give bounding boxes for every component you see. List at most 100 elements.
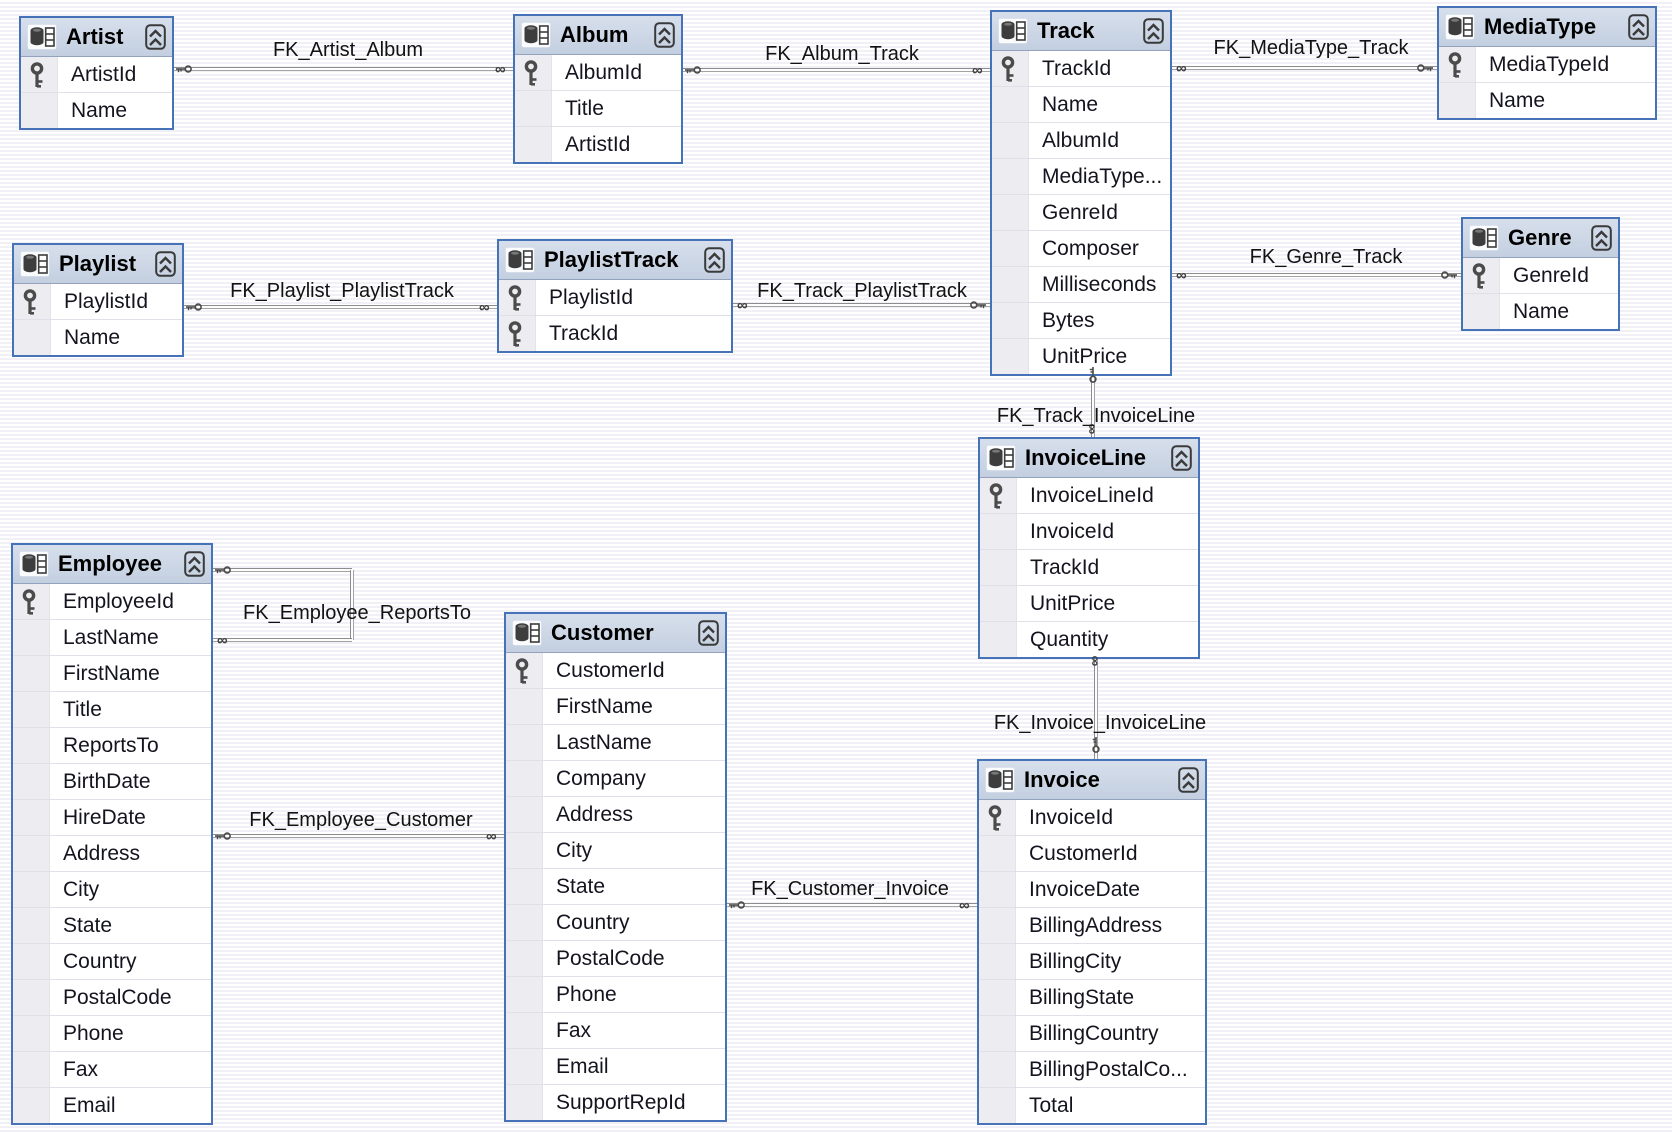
field-row[interactable]: InvoiceLineId <box>980 478 1198 513</box>
relationship-line[interactable] <box>184 305 497 309</box>
field-row[interactable]: FirstName <box>13 655 211 691</box>
field-row[interactable]: CustomerId <box>506 653 725 688</box>
collapse-icon[interactable] <box>184 551 205 577</box>
field-row[interactable]: Address <box>506 796 725 832</box>
table-header[interactable]: Invoice <box>979 761 1205 800</box>
relationship-line[interactable] <box>213 638 352 642</box>
collapse-icon[interactable] <box>704 247 725 273</box>
collapse-icon[interactable] <box>1171 445 1192 471</box>
field-row[interactable]: BirthDate <box>13 763 211 799</box>
field-row[interactable]: Email <box>13 1087 211 1123</box>
table-header[interactable]: Playlist <box>14 245 182 284</box>
field-row[interactable]: Quantity <box>980 621 1198 657</box>
field-row[interactable]: UnitPrice <box>980 585 1198 621</box>
field-row[interactable]: CustomerId <box>979 835 1205 871</box>
table-header[interactable]: Track <box>992 12 1170 51</box>
table-header[interactable]: MediaType <box>1439 8 1655 47</box>
relationship-label[interactable]: FK_Employee_Customer <box>249 809 473 831</box>
relationship-line[interactable] <box>727 903 977 907</box>
field-row[interactable]: BillingPostalCo... <box>979 1051 1205 1087</box>
field-row[interactable]: TrackId <box>992 51 1170 86</box>
relationship-label[interactable]: FK_Artist_Album <box>272 39 424 61</box>
relationship-line[interactable] <box>1172 66 1437 70</box>
field-row[interactable]: PlaylistId <box>14 284 182 319</box>
field-row[interactable]: ArtistId <box>21 57 172 92</box>
field-row[interactable]: BillingState <box>979 979 1205 1015</box>
field-row[interactable]: BillingAddress <box>979 907 1205 943</box>
collapse-icon[interactable] <box>1178 767 1199 793</box>
collapse-icon[interactable] <box>654 22 675 48</box>
relationship-label[interactable]: FK_Playlist_PlaylistTrack <box>230 280 454 302</box>
relationship-label[interactable]: FK_Employee_ReportsTo <box>243 602 471 624</box>
field-row[interactable]: Address <box>13 835 211 871</box>
relationship-label[interactable]: FK_Album_Track <box>765 43 919 65</box>
field-row[interactable]: FirstName <box>506 688 725 724</box>
collapse-icon[interactable] <box>698 620 719 646</box>
relationship-label[interactable]: FK_Invoice_InvoiceLine <box>993 712 1207 734</box>
table-header[interactable]: Album <box>515 16 681 55</box>
field-row[interactable]: Email <box>506 1048 725 1084</box>
field-row[interactable]: Company <box>506 760 725 796</box>
relationship-label[interactable]: FK_MediaType_Track <box>1213 37 1409 59</box>
table-header[interactable]: PlaylistTrack <box>499 241 731 280</box>
field-row[interactable]: GenreId <box>1463 258 1618 293</box>
field-row[interactable]: Name <box>21 92 172 128</box>
field-row[interactable]: TrackId <box>499 315 731 351</box>
relationship-line[interactable] <box>213 834 504 838</box>
field-row[interactable]: Name <box>1439 82 1655 118</box>
field-row[interactable]: BillingCountry <box>979 1015 1205 1051</box>
collapse-icon[interactable] <box>1591 225 1612 251</box>
table-header[interactable]: Genre <box>1463 219 1618 258</box>
field-row[interactable]: Fax <box>13 1051 211 1087</box>
table-header[interactable]: InvoiceLine <box>980 439 1198 478</box>
field-row[interactable]: Country <box>506 904 725 940</box>
field-row[interactable]: AlbumId <box>992 122 1170 158</box>
field-row[interactable]: SupportRepId <box>506 1084 725 1120</box>
field-row[interactable]: Name <box>14 319 182 355</box>
relationship-label[interactable]: FK_Genre_Track <box>1249 246 1403 268</box>
field-row[interactable]: MediaTypeId <box>1439 47 1655 82</box>
collapse-icon[interactable] <box>145 24 166 50</box>
field-row[interactable]: Country <box>13 943 211 979</box>
field-row[interactable]: Milliseconds <box>992 266 1170 302</box>
field-row[interactable]: TrackId <box>980 549 1198 585</box>
relationship-line[interactable] <box>1094 652 1098 759</box>
field-row[interactable]: City <box>13 871 211 907</box>
collapse-icon[interactable] <box>155 251 176 277</box>
field-row[interactable]: MediaType... <box>992 158 1170 194</box>
relationship-label[interactable]: FK_Track_PlaylistTrack <box>757 280 967 302</box>
field-row[interactable]: State <box>506 868 725 904</box>
field-row[interactable]: InvoiceId <box>979 800 1205 835</box>
field-row[interactable]: ArtistId <box>515 126 681 162</box>
field-row[interactable]: HireDate <box>13 799 211 835</box>
relationship-line[interactable] <box>1172 273 1461 277</box>
field-row[interactable]: Title <box>515 90 681 126</box>
table-header[interactable]: Employee <box>13 545 211 584</box>
field-row[interactable]: PlaylistId <box>499 280 731 315</box>
field-row[interactable]: Name <box>1463 293 1618 329</box>
field-row[interactable]: InvoiceId <box>980 513 1198 549</box>
collapse-icon[interactable] <box>1143 18 1164 44</box>
relationship-line[interactable] <box>683 68 990 72</box>
collapse-icon[interactable] <box>1628 14 1649 40</box>
relationship-line[interactable] <box>213 568 352 572</box>
field-row[interactable]: State <box>13 907 211 943</box>
field-row[interactable]: UnitPrice <box>992 338 1170 374</box>
relationship-line[interactable] <box>1091 367 1095 437</box>
relationship-line[interactable] <box>174 67 513 71</box>
field-row[interactable]: EmployeeId <box>13 584 211 619</box>
field-row[interactable]: BillingCity <box>979 943 1205 979</box>
field-row[interactable]: Fax <box>506 1012 725 1048</box>
field-row[interactable]: AlbumId <box>515 55 681 90</box>
field-row[interactable]: Bytes <box>992 302 1170 338</box>
field-row[interactable]: LastName <box>13 619 211 655</box>
